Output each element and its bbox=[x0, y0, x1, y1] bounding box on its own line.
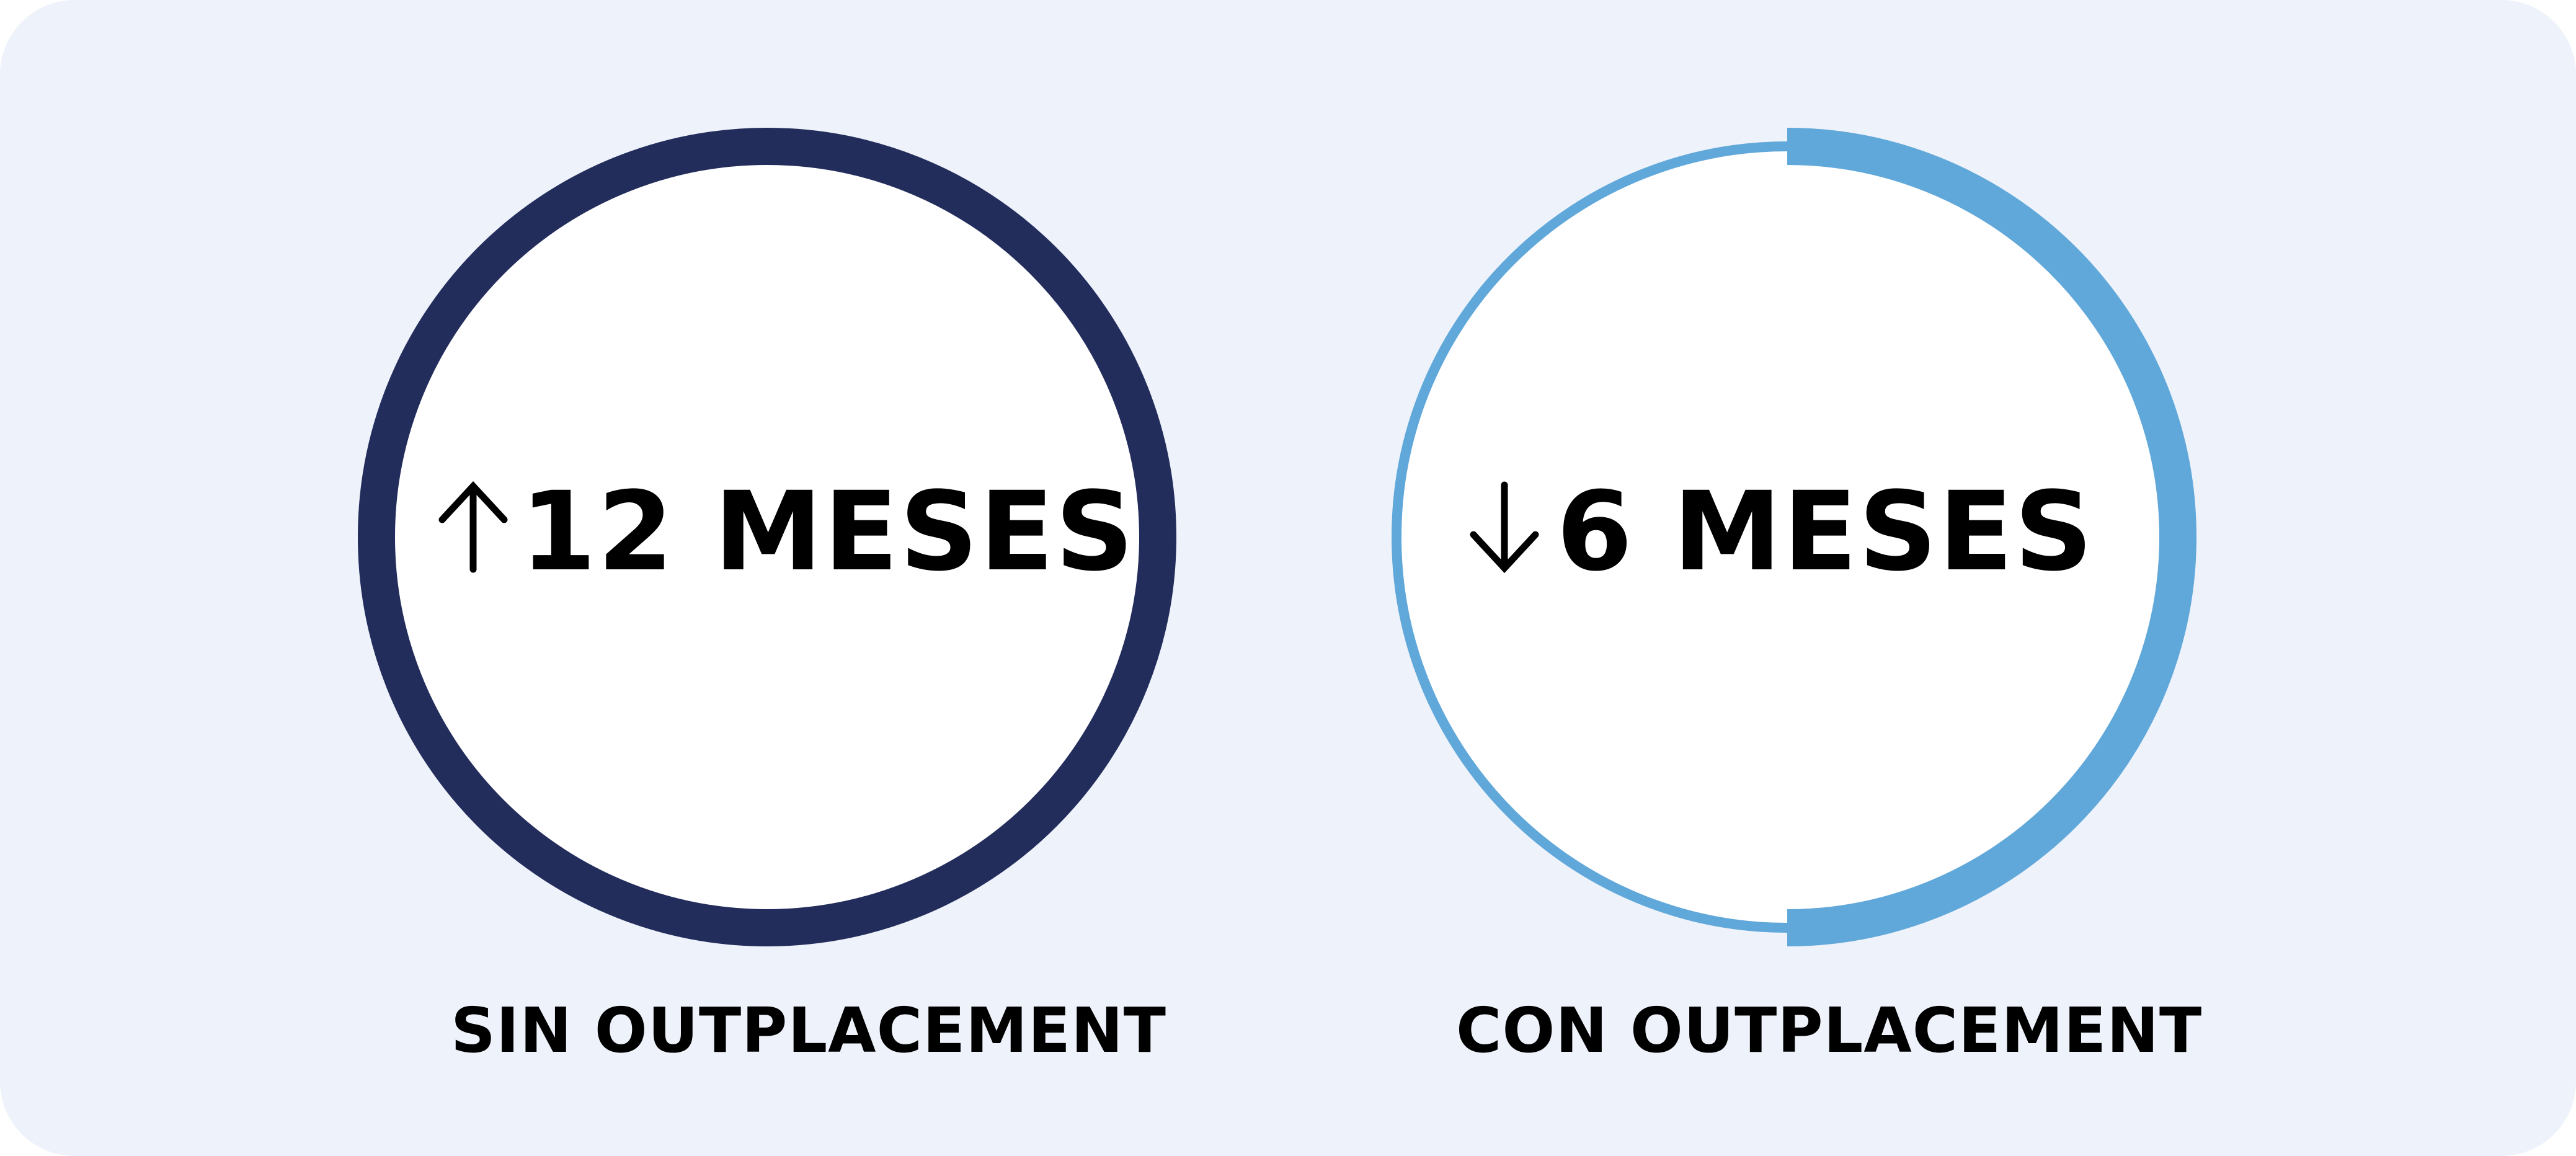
arrow-down-icon bbox=[1470, 481, 1539, 574]
right-caption: CON OUTPLACEMENT bbox=[1456, 994, 2203, 1067]
right-circle-fill bbox=[1397, 146, 2178, 928]
right-value-label: 6 MESES bbox=[1557, 468, 2094, 595]
left-value-label: 12 MESES bbox=[520, 468, 1135, 595]
left-circle-fill bbox=[376, 146, 1158, 928]
left-caption: SIN OUTPLACEMENT bbox=[451, 994, 1166, 1067]
left-circle-ring bbox=[358, 128, 1176, 946]
arrow-up-icon bbox=[438, 481, 508, 573]
right-circle-half-ring bbox=[1787, 128, 2196, 946]
